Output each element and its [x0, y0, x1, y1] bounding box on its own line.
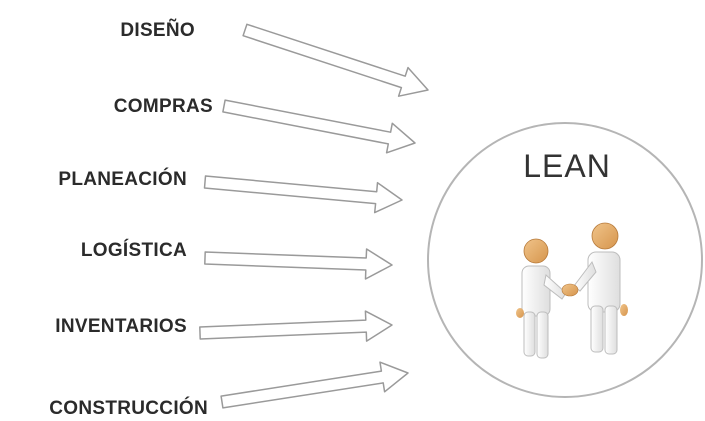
input-label-compras: COMPRAS	[113, 96, 213, 117]
arrow-logistica	[204, 248, 393, 280]
arrow-inventarios	[199, 310, 393, 342]
arrow-compras	[222, 99, 416, 154]
person-left	[516, 238, 567, 359]
input-label-planeacion: PLANEACIÓN	[58, 169, 187, 190]
handshake-icon	[516, 222, 628, 359]
input-label-inventarios: INVENTARIOS	[55, 316, 187, 337]
arrow-construccion	[220, 361, 409, 409]
center-title: LEAN	[523, 148, 611, 184]
arrow-diseno	[242, 23, 429, 97]
lean-circle	[427, 122, 703, 398]
clasped-hands	[561, 283, 579, 297]
input-label-diseno: DISEÑO	[120, 20, 195, 41]
person-right	[573, 222, 628, 355]
input-label-construccion: CONSTRUCCIÓN	[49, 398, 208, 419]
input-label-logistica: LOGÍSTICA	[80, 240, 187, 261]
arrow-planeacion	[203, 175, 403, 214]
